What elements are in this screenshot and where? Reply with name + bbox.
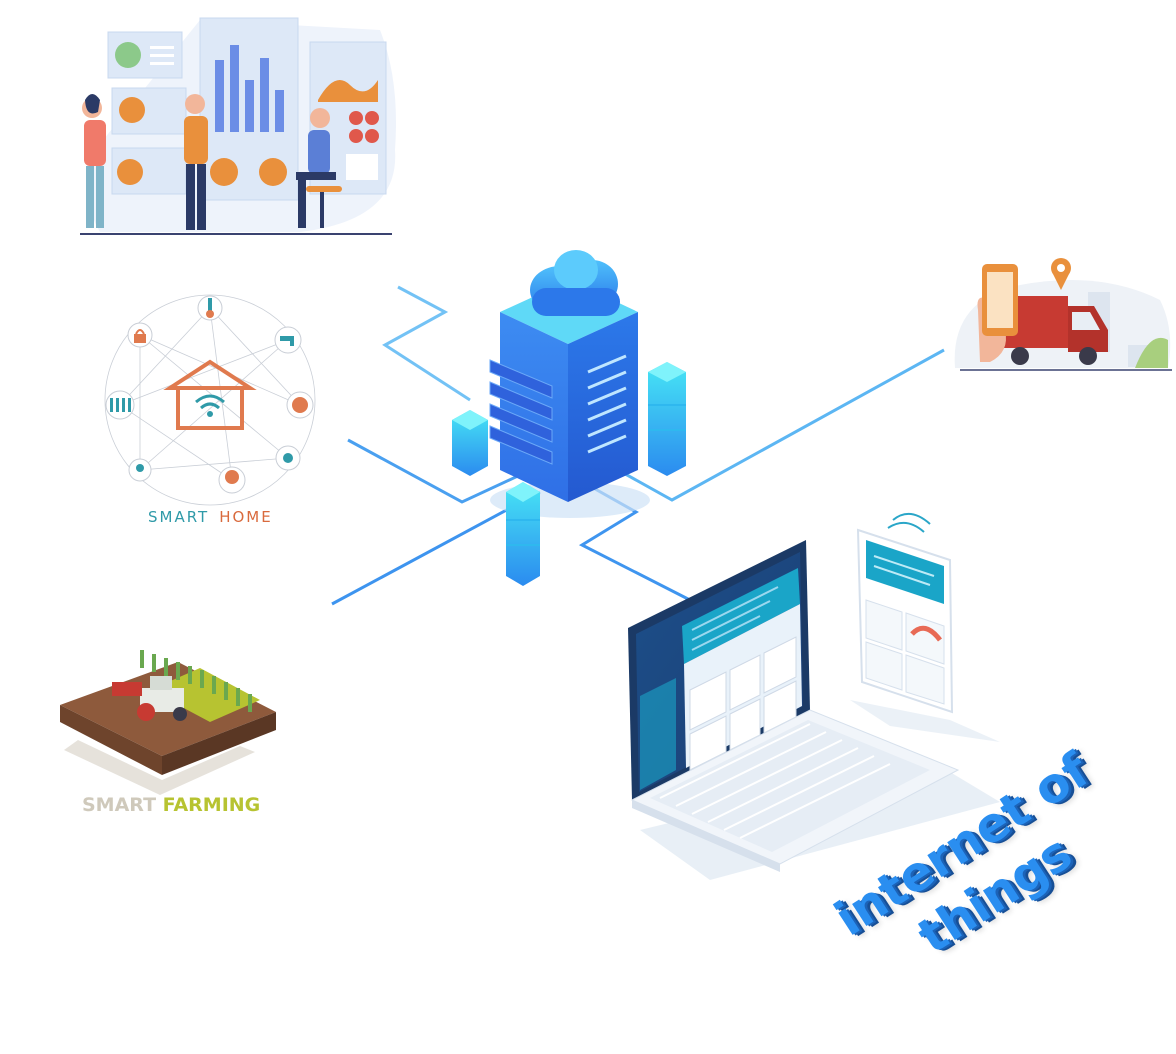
pillar-right — [648, 362, 686, 476]
line-top-left — [382, 285, 471, 402]
line-bottom-left — [331, 490, 541, 606]
camera-icon — [275, 445, 301, 471]
smart-farming-label-word2: FARMING — [162, 794, 261, 816]
server-right — [568, 312, 638, 502]
person-woman — [82, 94, 106, 228]
smart-farming-label: SMART FARMING — [82, 794, 260, 816]
server-slats — [489, 359, 553, 465]
person-man-laptop — [296, 108, 342, 228]
smart-home-network — [104, 294, 316, 506]
lightbulb-icon — [218, 466, 246, 494]
phone-icon — [977, 264, 1018, 362]
pillar-left — [452, 410, 488, 476]
location-pin-icon — [1051, 258, 1071, 290]
smart-home-label-word2: HOME — [219, 508, 273, 526]
globe-icon — [286, 391, 314, 419]
cloud-icon — [530, 250, 620, 316]
house-wifi-icon — [163, 359, 257, 430]
thermometer-icon — [197, 295, 223, 321]
faucet-icon — [274, 326, 302, 354]
smart-farming-scene — [60, 650, 276, 795]
analytics-team-scene — [80, 17, 397, 235]
person-man-standing — [184, 94, 208, 230]
server-grid — [587, 354, 627, 454]
tractor-icon — [112, 676, 187, 721]
iot-illustration — [60, 17, 1172, 880]
smart-farming-label-word1: SMART — [82, 794, 163, 816]
fence-icon — [105, 390, 135, 420]
location-pin-icon — [128, 458, 152, 482]
central-server — [452, 250, 686, 586]
tablet-icon — [850, 513, 1000, 742]
pillar-bottom — [506, 482, 540, 586]
laptop-icon — [628, 540, 1000, 880]
delivery-scene — [954, 258, 1172, 371]
smart-home-label: SMART HOME — [148, 508, 273, 526]
lock-icon — [127, 322, 153, 348]
wifi-icon — [887, 513, 931, 533]
smart-home-label-word1: SMART — [148, 508, 210, 526]
